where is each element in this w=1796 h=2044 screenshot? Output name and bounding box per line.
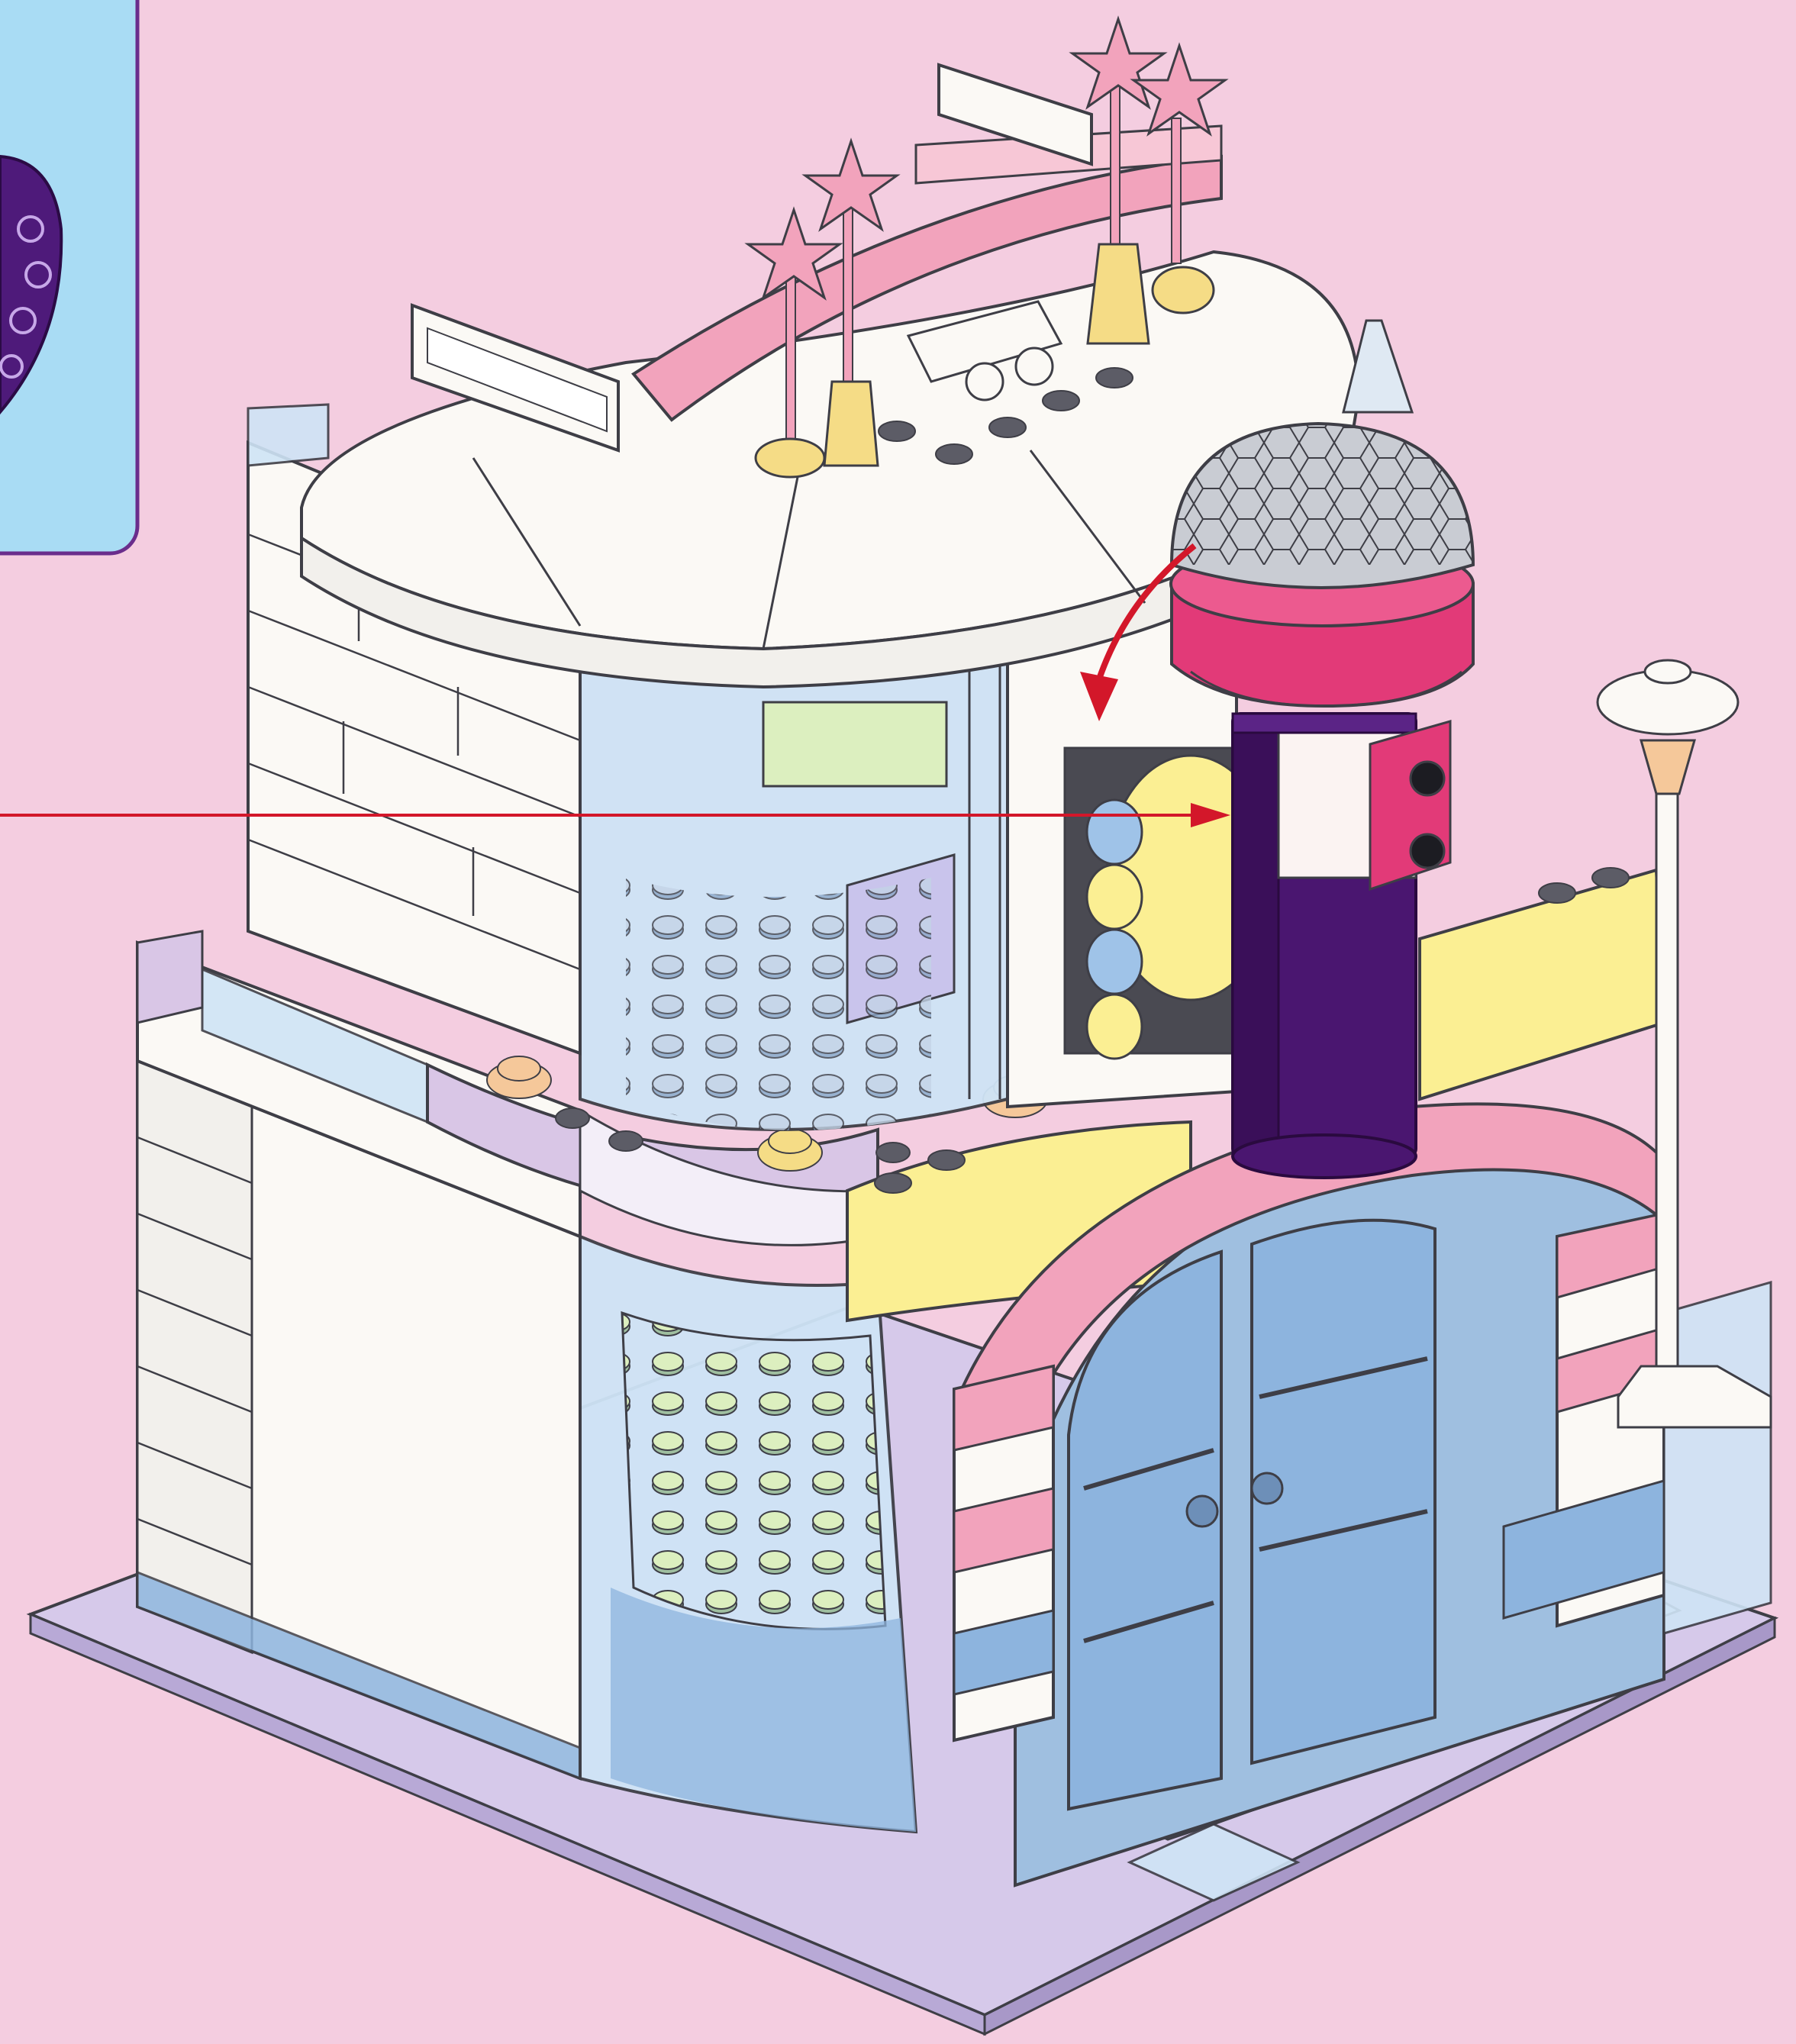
- callout-box: [0, 0, 137, 553]
- ground-floor-window: [580, 1236, 916, 1832]
- first-floor-window: [580, 626, 1008, 1130]
